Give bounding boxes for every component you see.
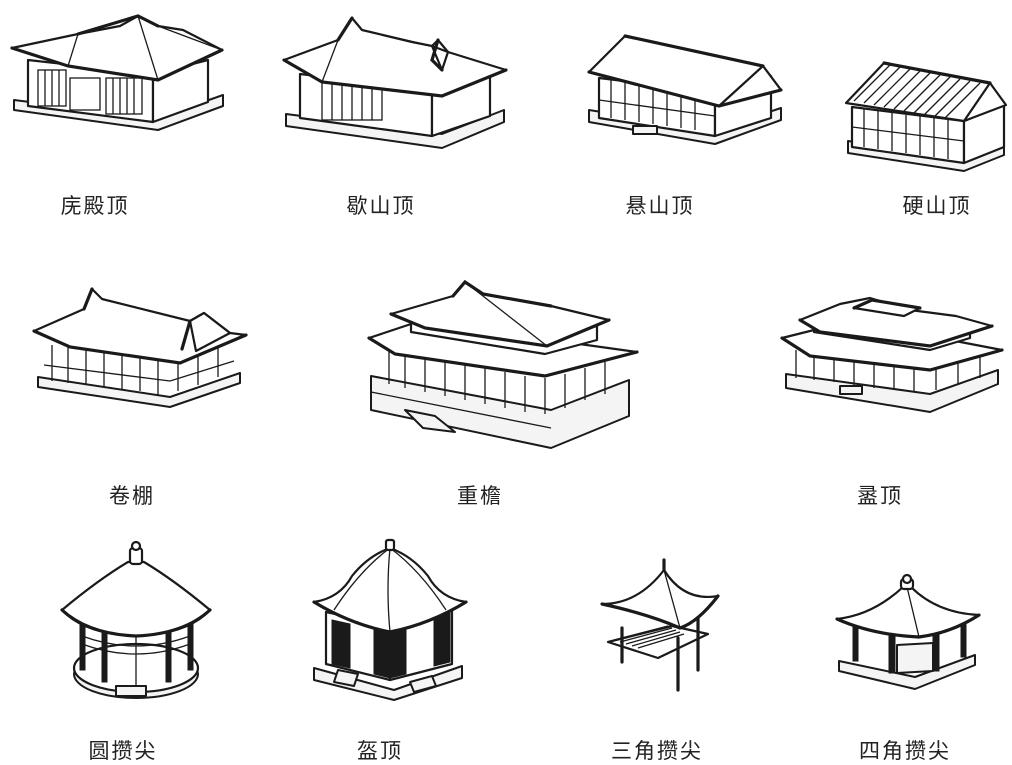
wudian-roof-drawing	[8, 10, 230, 140]
xieshan-roof-drawing	[282, 10, 512, 155]
sijiao-roof-drawing	[833, 573, 981, 695]
caption-yuancuanjian: 圆攒尖	[88, 739, 158, 763]
luding-roof-drawing	[780, 290, 1006, 430]
xuanshan-roof-drawing	[585, 30, 785, 155]
caption-xuanshan: 悬山顶	[625, 194, 695, 218]
yuancuanjian-roof-drawing	[58, 540, 214, 710]
caption-yingshan: 硬山顶	[902, 194, 972, 218]
caption-luding: 盝顶	[857, 484, 903, 508]
yingshan-roof-drawing	[844, 55, 1010, 175]
caption-juanpeng: 卷棚	[109, 484, 155, 508]
caption-sijiao: 四角攒尖	[859, 739, 951, 763]
caption-xieshan: 歇山顶	[346, 194, 416, 218]
caption-sanjiao: 三角攒尖	[611, 739, 703, 763]
sanjiao-roof-drawing	[598, 558, 722, 694]
caption-chongyan: 重檐	[457, 484, 503, 508]
caption-wudian: 庑殿顶	[60, 194, 130, 218]
caption-kuiding: 盔顶	[357, 739, 403, 763]
chongyan-roof-drawing	[365, 279, 643, 450]
juanpeng-roof-drawing	[30, 285, 252, 410]
kuiding-roof-drawing	[310, 538, 470, 701]
